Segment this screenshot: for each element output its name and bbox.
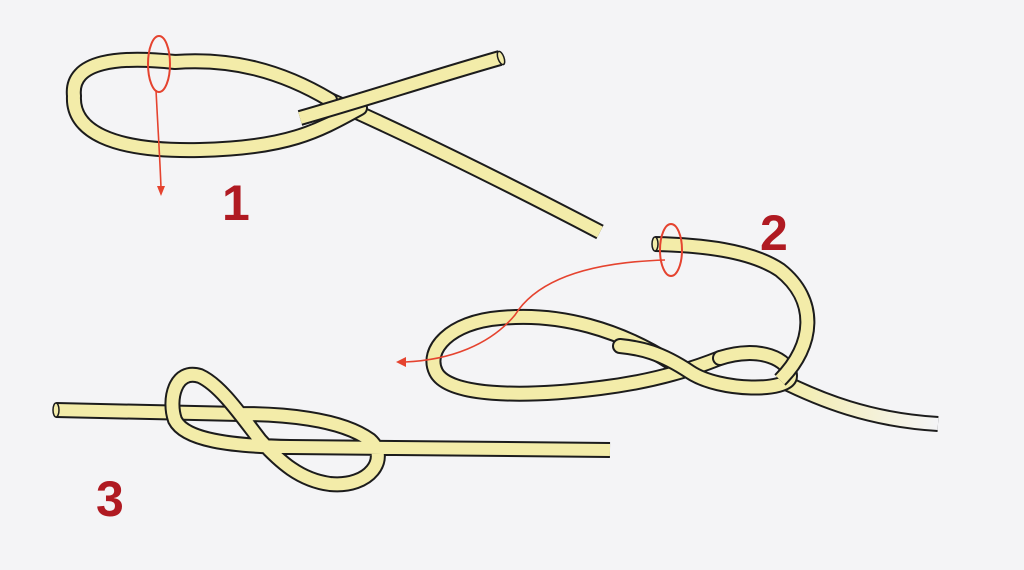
step-1-rope [65,50,604,240]
step-3-number: 3 [96,471,124,527]
step-2-rope [425,236,939,432]
step-1-guide [147,35,171,196]
step-3-rope [52,366,611,493]
step-1-number: 1 [222,175,250,231]
step-2-number: 2 [760,205,788,261]
threading-arrow-icon [155,89,162,189]
step-2-guide [396,223,683,367]
threading-arrow-icon [404,259,666,363]
pass-through-ring-icon [147,35,171,93]
pass-through-ring-icon [659,223,683,277]
